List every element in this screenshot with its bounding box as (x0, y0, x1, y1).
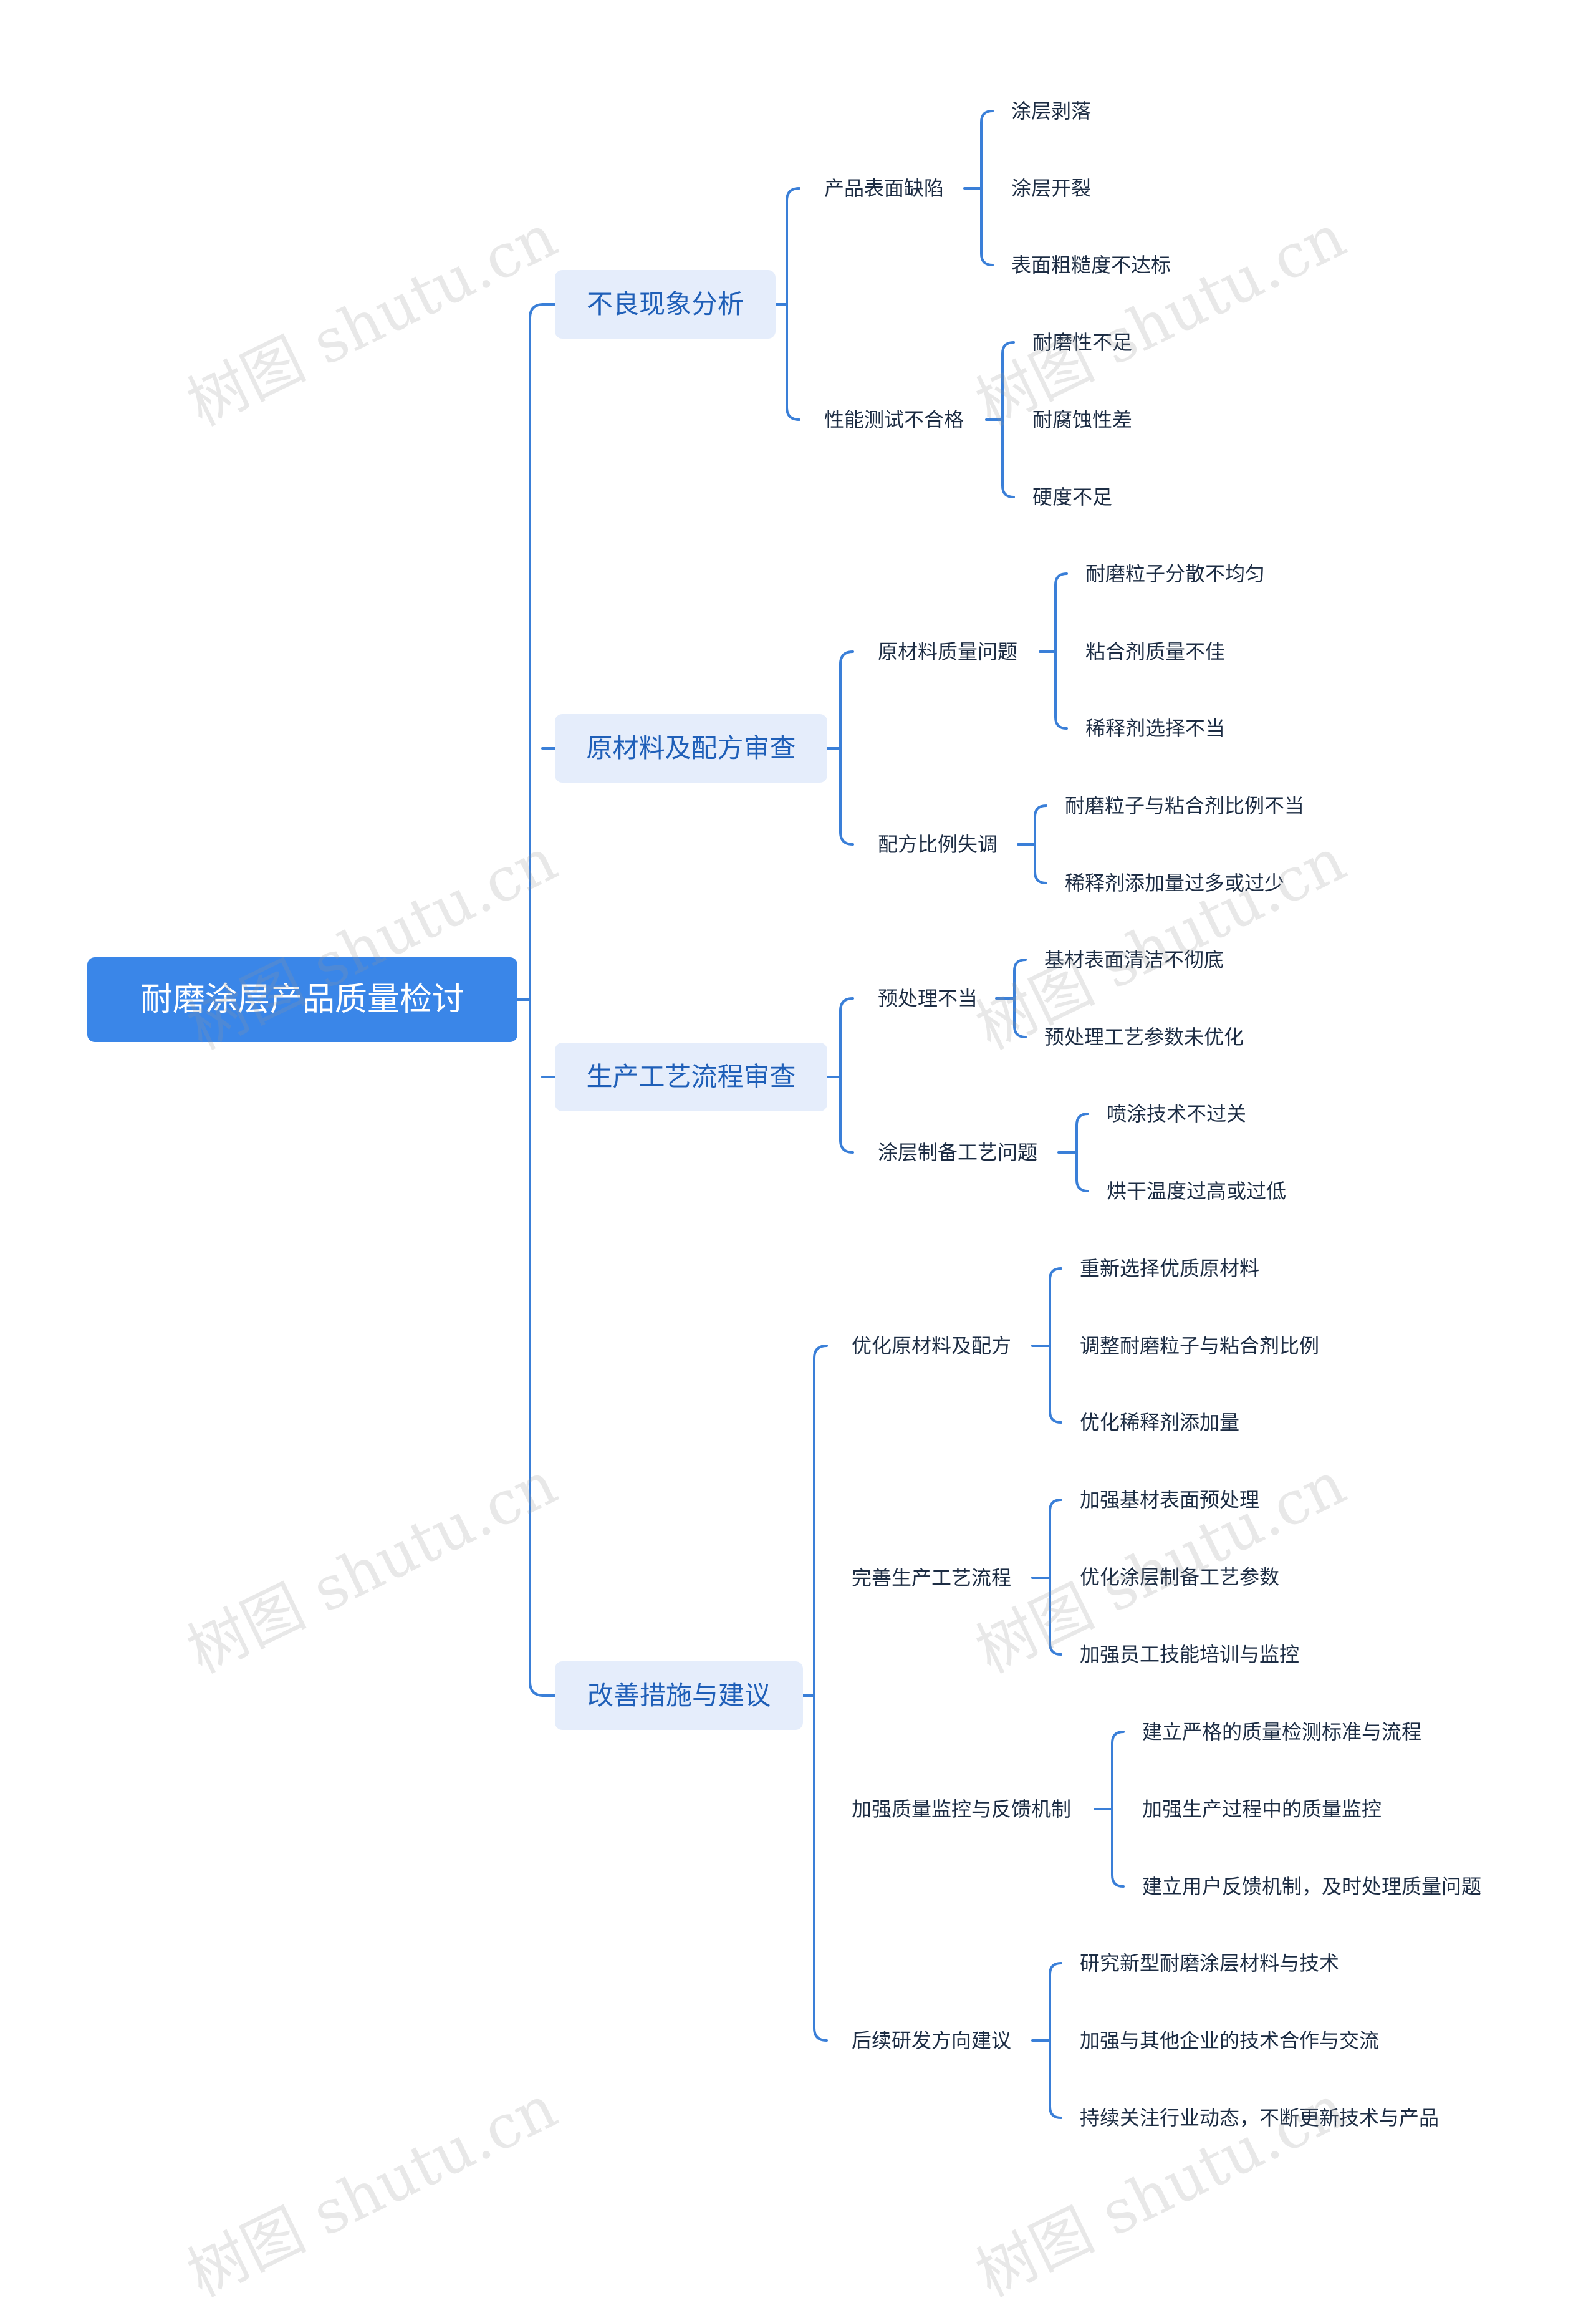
leaf-topic[interactable]: 烘干温度过高或过低 (1107, 1179, 1287, 1203)
subtopic[interactable]: 后续研发方向建议 (852, 2029, 1012, 2052)
leaf-topic[interactable]: 加强与其他企业的技术合作与交流 (1080, 2029, 1380, 2052)
leaf-topic[interactable]: 涂层开裂 (1011, 176, 1092, 200)
leaf-trunk (1075, 1113, 1089, 1192)
branch-topic[interactable]: 不良现象分析 (555, 270, 776, 339)
subtopic[interactable]: 加强质量监控与反馈机制 (852, 1797, 1072, 1821)
leaf-topic[interactable]: 持续关注行业动态，不断更新技术与产品 (1080, 2106, 1440, 2130)
leaf-topic[interactable]: 优化稀释剂添加量 (1080, 1411, 1240, 1434)
leaf-trunk (1054, 572, 1068, 730)
subtopic-trunk (813, 1345, 828, 2042)
subtopic[interactable]: 性能测试不合格 (824, 408, 964, 432)
subtopic[interactable]: 完善生产工艺流程 (852, 1566, 1012, 1590)
subtopic[interactable]: 原材料质量问题 (878, 640, 1018, 664)
connector-lines (516, 110, 1125, 2119)
leaf-trunk (1111, 1731, 1125, 1888)
root-topic[interactable]: 耐磨涂层产品质量检讨 (87, 957, 517, 1042)
subtopic-trunk (839, 997, 854, 1154)
leaf-topic[interactable]: 加强基材表面预处理 (1080, 1488, 1260, 1512)
leaf-trunk (980, 110, 994, 266)
leaf-topic[interactable]: 稀释剂添加量过多或过少 (1065, 871, 1285, 895)
leaf-trunk (1049, 1267, 1062, 1424)
leaf-topic[interactable]: 加强生产过程中的质量监控 (1142, 1797, 1382, 1821)
leaf-trunk (1049, 1499, 1062, 1656)
root-trunk (529, 303, 545, 1697)
leaf-topic[interactable]: 表面粗糙度不达标 (1011, 253, 1171, 277)
leaf-topic[interactable]: 硬度不足 (1032, 485, 1113, 509)
leaf-topic[interactable]: 喷涂技术不过关 (1107, 1102, 1247, 1126)
leaf-topic[interactable]: 研究新型耐磨涂层材料与技术 (1080, 1951, 1340, 1975)
leaf-topic[interactable]: 稀释剂选择不当 (1085, 717, 1226, 740)
leaf-topic[interactable]: 建立严格的质量检测标准与流程 (1142, 1720, 1422, 1744)
leaf-trunk (1049, 1962, 1062, 2119)
branch-topic[interactable]: 生产工艺流程审查 (555, 1043, 827, 1111)
branch-topic[interactable]: 原材料及配方审查 (555, 714, 827, 783)
mind-map: 耐磨涂层产品质量检讨 不良现象分析 产品表面缺陷 涂层剥落涂层开裂表面粗糙度不达标性能… (87, 99, 1482, 2311)
leaf-trunk (1001, 341, 1015, 498)
subtopic[interactable]: 涂层制备工艺问题 (878, 1141, 1038, 1164)
leaf-topic[interactable]: 耐磨粒子与粘合剂比例不当 (1065, 794, 1305, 818)
leaf-topic[interactable]: 优化涂层制备工艺参数 (1080, 1565, 1280, 1589)
leaf-topic[interactable]: 重新选择优质原材料 (1080, 1257, 1260, 1280)
subtopic[interactable]: 优化原材料及配方 (852, 1334, 1012, 1358)
leaf-topic[interactable]: 加强员工技能培训与监控 (1080, 1643, 1300, 1666)
leaf-topic[interactable]: 建立用户反馈机制，及时处理质量问题 (1142, 1875, 1482, 1898)
leaf-topic[interactable]: 耐腐蚀性差 (1032, 408, 1133, 432)
leaf-trunk (1013, 959, 1027, 1038)
subtopic[interactable]: 产品表面缺陷 (824, 176, 945, 200)
subtopic[interactable]: 预处理不当 (878, 987, 978, 1010)
leaf-topic[interactable]: 耐磨粒子分散不均匀 (1085, 562, 1266, 586)
subtopic[interactable]: 配方比例失调 (878, 833, 998, 856)
leaf-trunk (1034, 804, 1047, 884)
branch-topic[interactable]: 改善措施与建议 (555, 1661, 803, 1730)
leaf-topic[interactable]: 耐磨性不足 (1032, 331, 1133, 354)
leaf-topic[interactable]: 涂层剥落 (1011, 99, 1092, 123)
leaf-topic[interactable]: 基材表面清洁不彻底 (1044, 948, 1224, 972)
subtopic-trunk (839, 650, 854, 846)
subtopic-trunk (786, 187, 800, 421)
leaf-topic[interactable]: 预处理工艺参数未优化 (1044, 1025, 1244, 1049)
leaf-topic[interactable]: 调整耐磨粒子与粘合剂比例 (1080, 1334, 1320, 1358)
leaf-topic[interactable]: 粘合剂质量不佳 (1085, 640, 1226, 664)
